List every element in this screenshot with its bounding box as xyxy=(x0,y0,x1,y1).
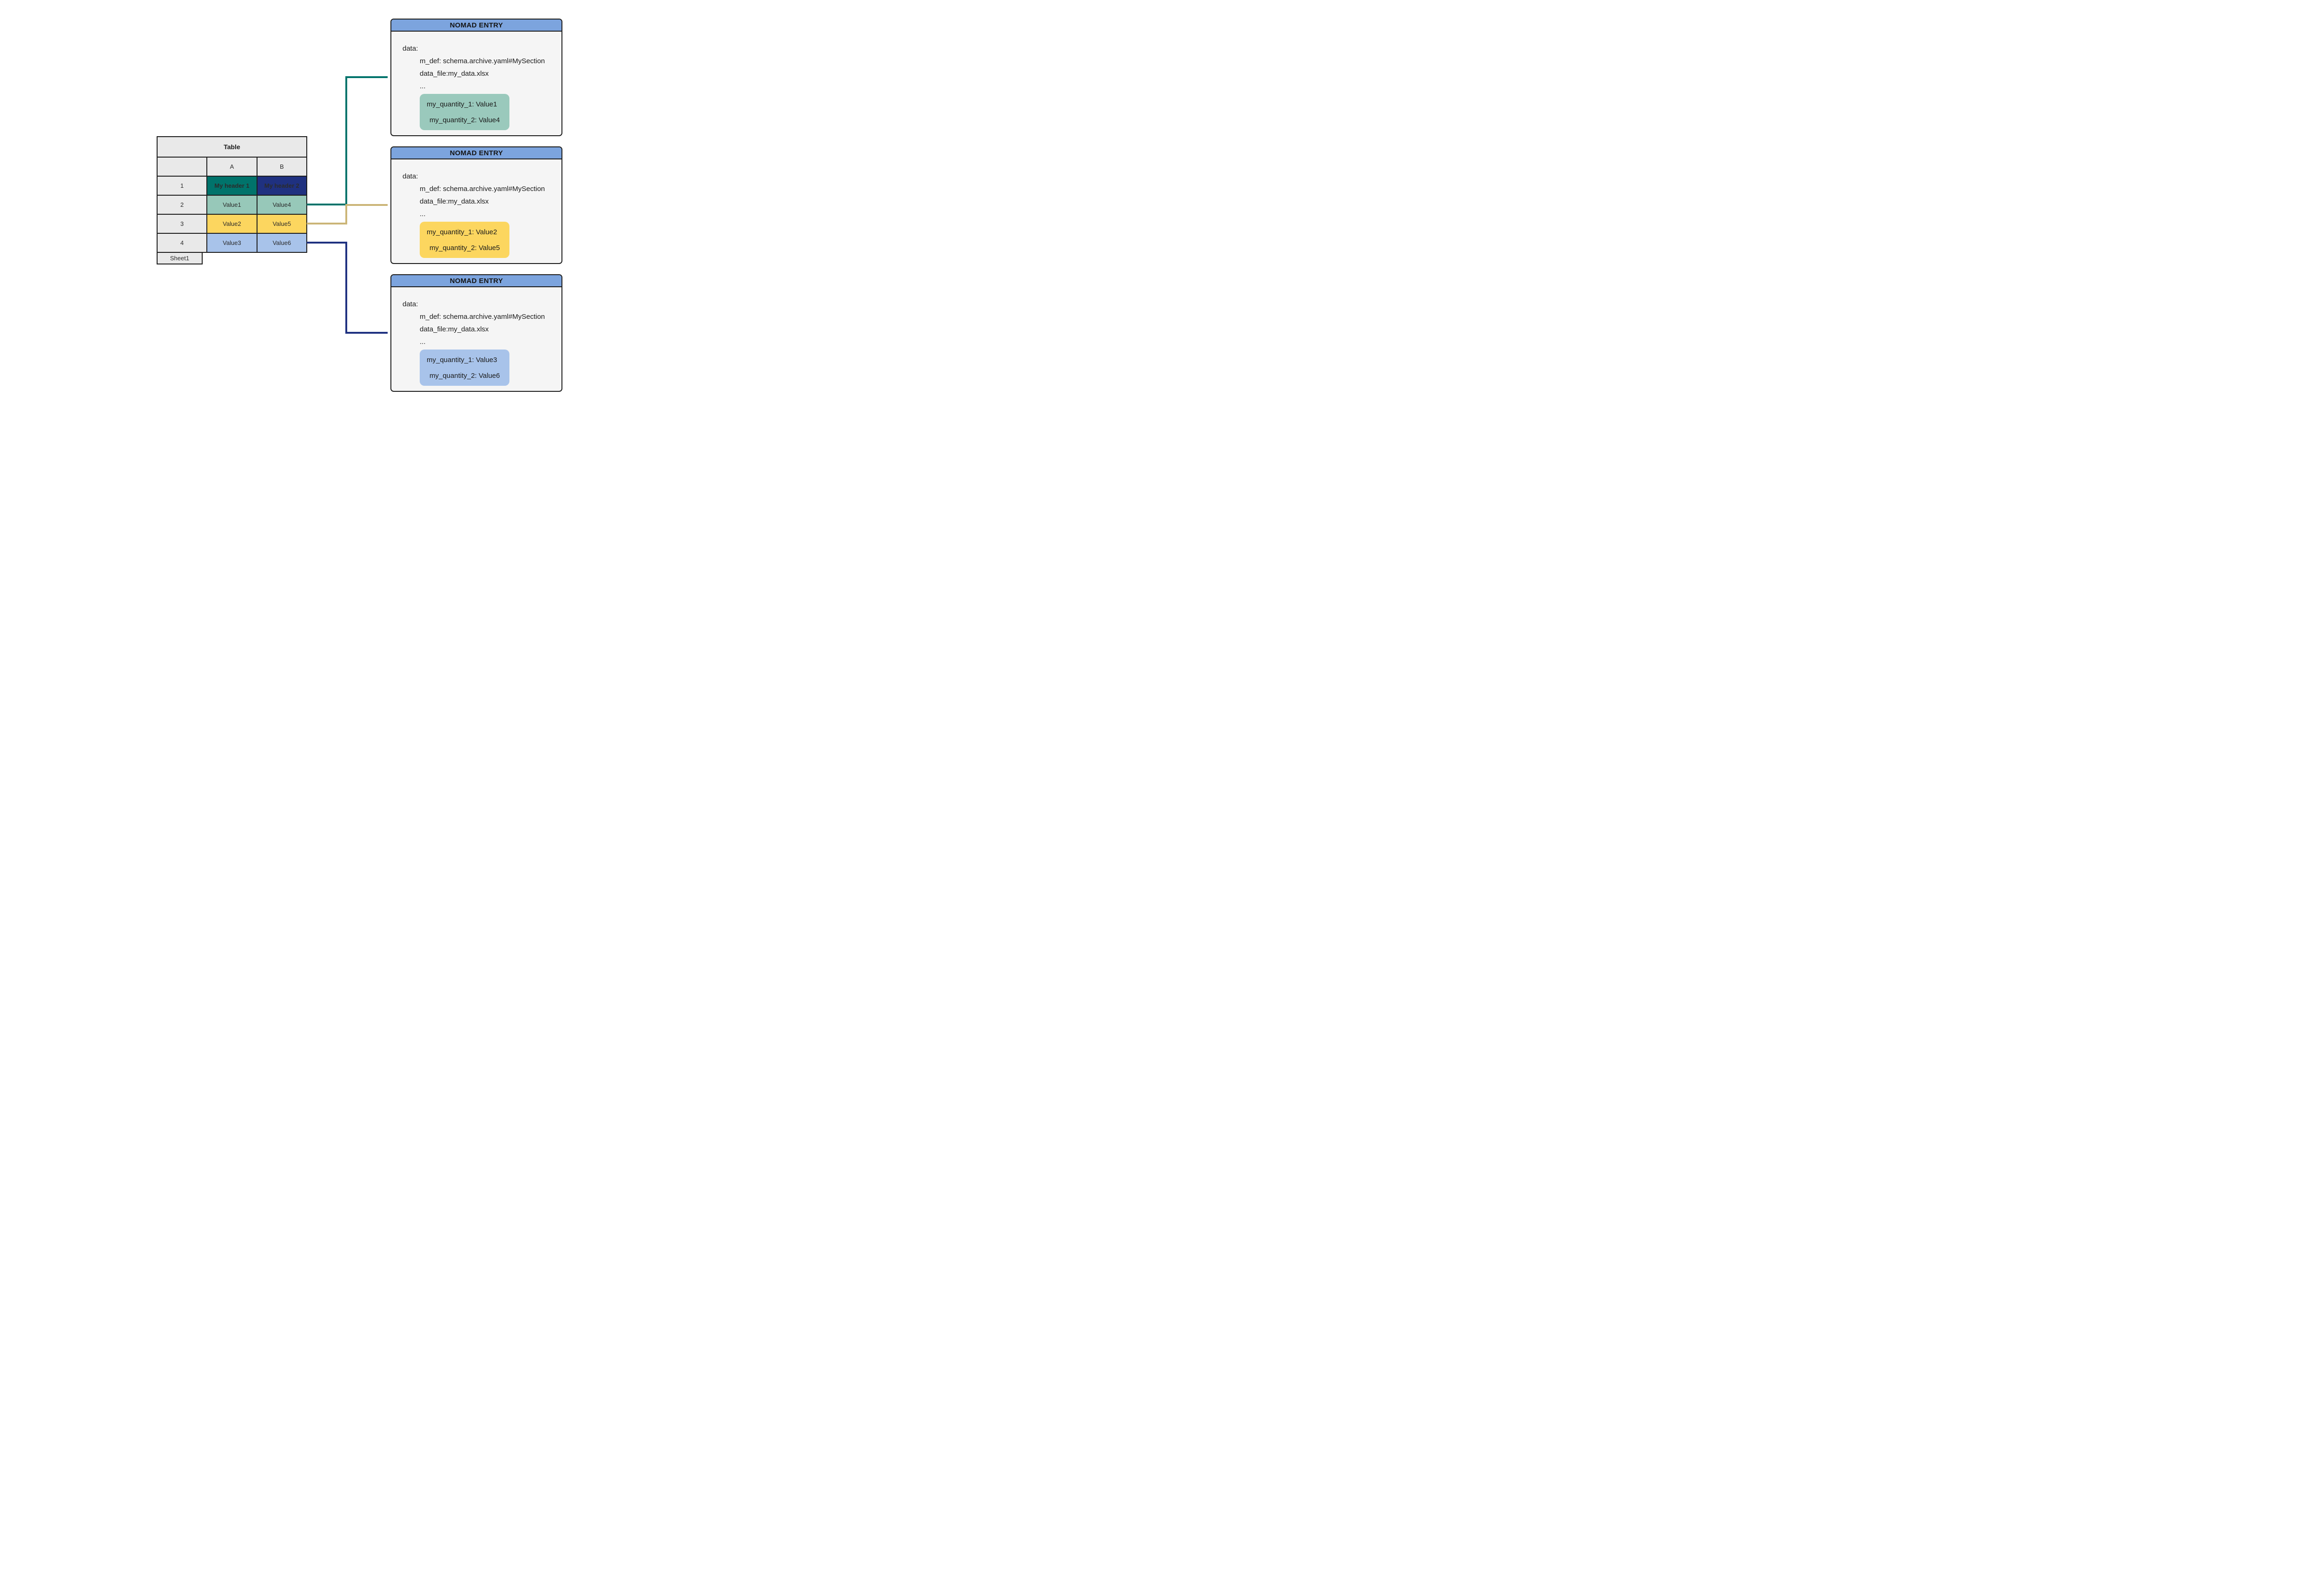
entry-1-m-def-line: m_def: schema.archive.yaml#MySection xyxy=(420,57,545,65)
entry-1-title: NOMAD ENTRY xyxy=(449,21,503,29)
arrow-row2-to-entry1 xyxy=(307,76,388,205)
entry-3-data-label: data: xyxy=(403,300,418,308)
connector-arrows xyxy=(307,76,388,334)
entry-2-body: data: m_def: schema.archive.yaml#MySecti… xyxy=(391,171,561,258)
entry-3-data-file-line: data_file:my_data.xlsx xyxy=(420,325,489,333)
spreadsheet-table: Table A B 1 My header 1 My header 2 2 Va… xyxy=(156,136,308,253)
cell-value1: Value1 xyxy=(206,195,257,215)
nomad-entry-card-3: NOMAD ENTRY data: m_def: schema.archive.… xyxy=(390,274,562,392)
cell-my-header-2: My header 2 xyxy=(256,176,308,196)
arrow-row3-to-entry2 xyxy=(307,204,388,224)
entry-2-quantity-2: my_quantity_2: Value5 xyxy=(429,244,500,252)
entry-1-data-file-line: data_file:my_data.xlsx xyxy=(420,70,489,78)
column-header-b: B xyxy=(256,157,308,177)
entry-2-quantity-box: my_quantity_1: Value2 my_quantity_2: Val… xyxy=(420,222,509,258)
entry-1-quantity-box: my_quantity_1: Value1 my_quantity_2: Val… xyxy=(420,94,509,130)
row-number-4: 4 xyxy=(156,233,208,253)
table-row-3: 3 Value2 Value5 xyxy=(156,214,308,234)
entry-3-m-def-line: m_def: schema.archive.yaml#MySection xyxy=(420,313,545,321)
row-number-3: 3 xyxy=(156,214,208,234)
nomad-entry-card-2: NOMAD ENTRY data: m_def: schema.archive.… xyxy=(390,146,562,264)
column-header-a: A xyxy=(206,157,257,177)
spreadsheet: Table A B 1 My header 1 My header 2 2 Va… xyxy=(156,136,308,264)
entry-3-header: NOMAD ENTRY xyxy=(391,275,561,287)
cell-value3: Value3 xyxy=(206,233,257,253)
entry-3-quantity-2: my_quantity_2: Value6 xyxy=(429,372,500,380)
entry-3-body: data: m_def: schema.archive.yaml#MySecti… xyxy=(391,298,561,386)
entry-3-ellipsis: ... xyxy=(420,338,426,346)
entry-1-body: data: m_def: schema.archive.yaml#MySecti… xyxy=(391,43,561,130)
diagram-canvas: Table A B 1 My header 1 My header 2 2 Va… xyxy=(0,0,716,402)
entry-1-quantity-2: my_quantity_2: Value4 xyxy=(429,116,500,124)
row-number-1: 1 xyxy=(156,176,208,196)
entry-2-quantity-1: my_quantity_1: Value2 xyxy=(427,228,497,236)
arrow-row4-to-entry3 xyxy=(307,242,388,334)
entry-1-header: NOMAD ENTRY xyxy=(391,20,561,32)
entry-1-ellipsis: ... xyxy=(420,82,426,90)
row-number-2: 2 xyxy=(156,195,208,215)
entry-2-ellipsis: ... xyxy=(420,210,426,218)
entry-2-data-file-line: data_file:my_data.xlsx xyxy=(420,198,489,205)
table-title: Table xyxy=(157,136,307,158)
cell-value2: Value2 xyxy=(206,214,257,234)
entry-3-quantity-box: my_quantity_1: Value3 my_quantity_2: Val… xyxy=(420,350,509,386)
cell-my-header-1: My header 1 xyxy=(206,176,257,196)
nomad-entry-card-1: NOMAD ENTRY data: m_def: schema.archive.… xyxy=(390,19,562,136)
sheet-tab: Sheet1 xyxy=(157,252,203,264)
table-row-1: 1 My header 1 My header 2 xyxy=(156,176,308,196)
table-row-2: 2 Value1 Value4 xyxy=(156,195,308,215)
entry-2-title: NOMAD ENTRY xyxy=(449,149,503,157)
table-title-row: Table xyxy=(157,136,307,158)
cell-value5: Value5 xyxy=(256,214,308,234)
cell-value4: Value4 xyxy=(256,195,308,215)
column-header-row: A B xyxy=(156,157,308,177)
entry-1-data-label: data: xyxy=(403,45,418,53)
entry-2-data-label: data: xyxy=(403,172,418,180)
entry-2-header: NOMAD ENTRY xyxy=(391,147,561,159)
corner-cell xyxy=(156,157,208,177)
entry-3-quantity-1: my_quantity_1: Value3 xyxy=(427,356,497,364)
table-row-4: 4 Value3 Value6 xyxy=(156,233,308,253)
entry-1-quantity-1: my_quantity_1: Value1 xyxy=(427,100,497,108)
cell-value6: Value6 xyxy=(256,233,308,253)
entry-3-title: NOMAD ENTRY xyxy=(449,277,503,285)
entry-2-m-def-line: m_def: schema.archive.yaml#MySection xyxy=(420,185,545,193)
